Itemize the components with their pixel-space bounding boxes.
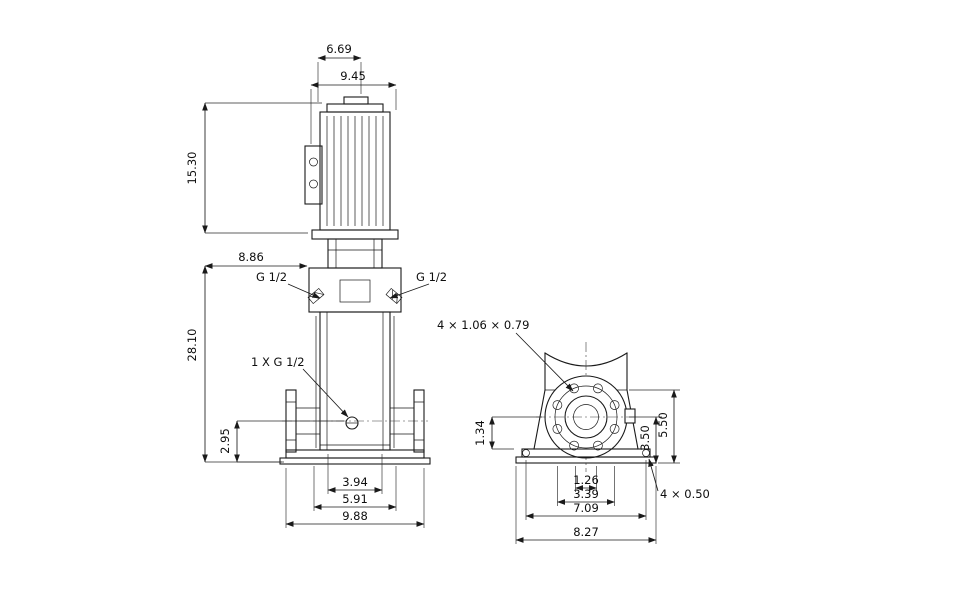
dim-motor-depth: 6.69 (326, 42, 352, 56)
terminal-box (304, 145, 323, 205)
motor (304, 96, 399, 240)
port-label-right: G 1/2 (416, 270, 447, 284)
dim-motor-height: 15.30 (185, 152, 199, 185)
pump-column (315, 311, 395, 451)
base-plate-front (279, 449, 431, 465)
motor-top-knob (343, 96, 369, 105)
bolt-hole (593, 383, 603, 394)
bolt-hole (593, 440, 603, 451)
flange-hole-note: 4 × 1.06 × 0.79 (437, 318, 529, 332)
front-view-dimensions: 6.69 9.45 15.30 8.86 28.10 G 1/2 G 1/2 1… (185, 42, 447, 528)
base-hole (642, 449, 650, 457)
dim-slot-mid: 3.39 (573, 487, 599, 501)
port-bore-outer (564, 395, 608, 439)
bolt-hole (552, 424, 563, 434)
bolt-hole (552, 400, 563, 410)
dim-motor-width: 9.45 (340, 69, 366, 83)
base-hole (522, 449, 530, 457)
motor-cap (326, 103, 384, 113)
dim-base-hole-spacing: 7.09 (573, 501, 599, 515)
discharge-flange (390, 389, 425, 453)
dim-base-inner: 3.94 (342, 475, 368, 489)
dim-head-height: 8.86 (238, 250, 264, 264)
dim-base-width: 9.88 (342, 509, 368, 523)
side-view (515, 342, 657, 472)
bolt-hole (569, 440, 579, 451)
pump-head (307, 267, 403, 313)
flange-tab (624, 408, 636, 424)
dim-port-center-height: 2.95 (218, 428, 232, 454)
side-view-dimensions: 4 × 1.06 × 0.79 1.34 3.50 5.50 1.26 3.39… (437, 318, 710, 544)
drain-port-label: 1 X G 1/2 (251, 355, 305, 369)
dim-port-offset: 1.34 (473, 420, 487, 446)
bolt-hole (609, 400, 620, 410)
motor-fins (326, 116, 384, 226)
port-label-left: G 1/2 (256, 270, 287, 284)
vent-plug (385, 287, 403, 305)
cable-gland (309, 157, 318, 167)
motor-flange (311, 229, 399, 240)
bolt-hole (609, 424, 620, 434)
coupling-lantern (327, 238, 383, 269)
front-view (279, 96, 431, 465)
base-hole-note: 4 × 0.50 (660, 487, 710, 501)
dim-slot-inner: 1.26 (573, 473, 599, 487)
dim-bracket-height: 5.50 (656, 412, 670, 438)
dim-center-height: 3.50 (638, 425, 652, 451)
dim-base-mid: 5.91 (342, 492, 368, 506)
cable-gland (309, 179, 318, 189)
dim-total-height: 28.10 (185, 329, 199, 362)
dim-base-length: 8.27 (573, 525, 599, 539)
